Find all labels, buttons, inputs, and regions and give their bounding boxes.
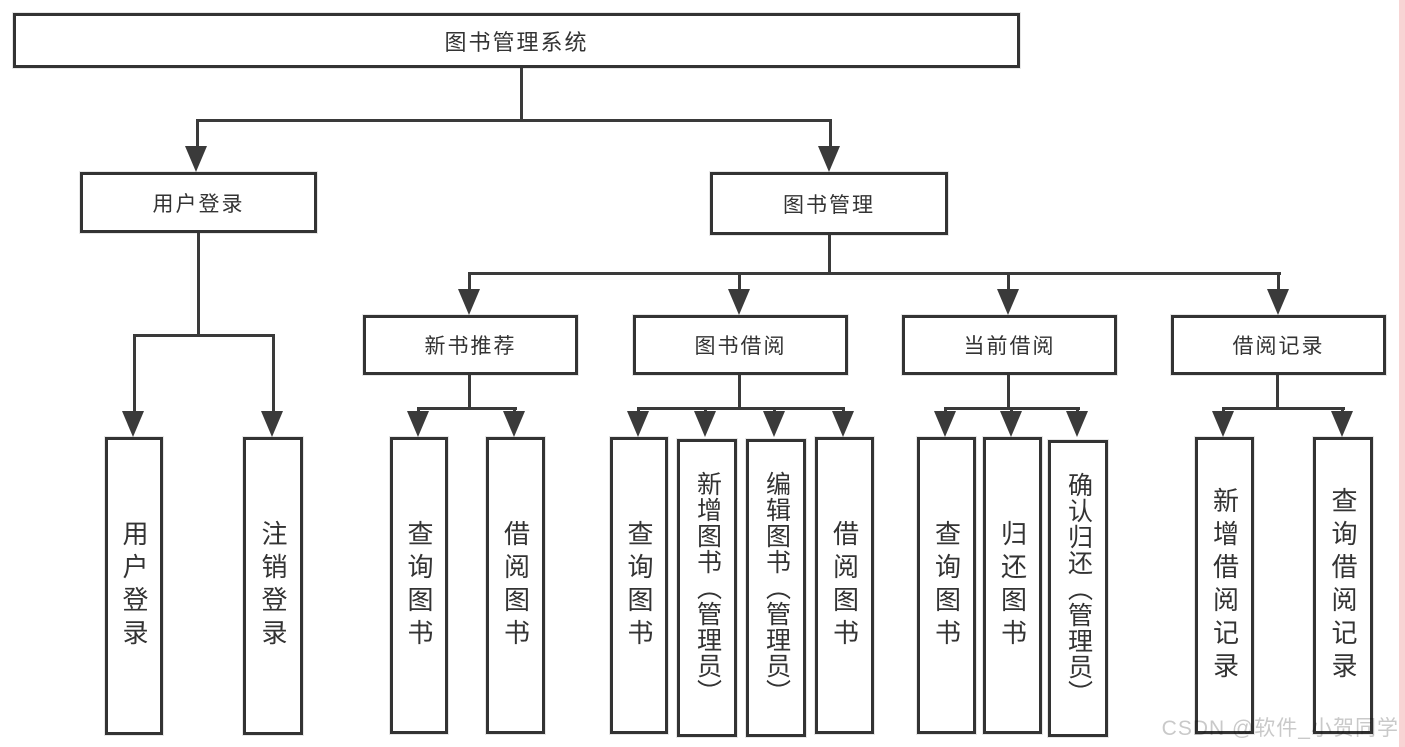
node-label: 借阅记录 (1232, 335, 1325, 358)
connector-line (520, 66, 523, 121)
node-label: 用户登录 (119, 520, 149, 652)
arrowhead-down-icon (728, 289, 750, 315)
connector-line (738, 375, 741, 409)
node-book-borrowing: 图书借阅 (633, 315, 848, 375)
csdn-watermark: CSDN @软件_小贺同学 (1161, 717, 1399, 740)
node-leaf-add-book-admin: 新增图书（管理员） (677, 439, 737, 737)
arrowhead-down-icon (832, 411, 854, 437)
node-leaf-borrow-book-1: 借阅图书 (486, 437, 545, 734)
connector-line (637, 407, 845, 410)
node-leaf-logout: 注销登录 (243, 437, 303, 735)
connector-line (417, 407, 517, 410)
node-leaf-return-book: 归还图书 (983, 437, 1042, 734)
connector-line (1007, 272, 1010, 292)
node-label: 确认归还（管理员） (1064, 471, 1093, 706)
node-label: 编辑图书（管理员） (762, 471, 791, 705)
node-label: 用户登录 (152, 192, 245, 216)
node-label: 图书借阅 (694, 335, 787, 358)
node-label: 图书管理 (783, 193, 875, 217)
connector-line (828, 235, 831, 274)
node-current-borrowing: 当前借阅 (902, 315, 1117, 375)
node-label: 查询借阅记录 (1328, 486, 1358, 685)
arrowhead-down-icon (1331, 411, 1353, 437)
arrowhead-down-icon (1267, 289, 1289, 315)
node-label: 注销登录 (258, 520, 288, 652)
node-leaf-query-book-3: 查询图书 (917, 437, 976, 734)
arrowhead-down-icon (818, 146, 840, 172)
arrowhead-down-icon (1000, 411, 1022, 437)
node-root: 图书管理系统 (13, 13, 1020, 68)
connector-line (468, 375, 471, 409)
node-new-book-recommend: 新书推荐 (363, 315, 578, 375)
connector-line (1007, 375, 1010, 409)
connector-line (468, 272, 471, 292)
node-label: 借阅图书 (500, 519, 531, 652)
right-edge-tint (1399, 0, 1405, 747)
node-label: 查询图书 (404, 519, 434, 652)
node-leaf-add-borrow-record: 新增借阅记录 (1195, 437, 1254, 734)
node-leaf-user-login: 用户登录 (105, 437, 163, 735)
arrowhead-down-icon (627, 411, 649, 437)
node-label: 新书推荐 (424, 335, 517, 358)
connector-line (197, 233, 200, 336)
connector-line (738, 272, 741, 292)
connector-line (1276, 375, 1279, 409)
connector-line (829, 119, 832, 149)
arrowhead-down-icon (694, 411, 716, 437)
node-borrowing-records: 借阅记录 (1171, 315, 1386, 375)
node-leaf-query-book-1: 查询图书 (390, 437, 448, 734)
node-label: 新增借阅记录 (1209, 486, 1240, 685)
connector-line (272, 334, 275, 413)
arrowhead-down-icon (1066, 411, 1088, 437)
node-label: 图书管理系统 (444, 29, 589, 55)
node-book-management: 图书管理 (710, 172, 948, 235)
node-label: 当前借阅 (963, 335, 1056, 358)
connector-line (1277, 272, 1280, 292)
node-user-login: 用户登录 (80, 172, 317, 233)
node-label: 借阅图书 (829, 519, 860, 652)
arrowhead-down-icon (1212, 411, 1234, 437)
node-label: 归还图书 (997, 519, 1028, 652)
connector-line (133, 334, 275, 337)
arrowhead-down-icon (185, 146, 207, 172)
connector-line (196, 119, 199, 149)
connector-line (133, 334, 136, 413)
arrowhead-down-icon (997, 289, 1019, 315)
connector-line (1222, 407, 1345, 410)
arrowhead-down-icon (763, 411, 785, 437)
arrowhead-down-icon (503, 411, 525, 437)
arrowhead-down-icon (122, 411, 144, 437)
node-leaf-edit-book-admin: 编辑图书（管理员） (746, 439, 806, 737)
node-label: 新增图书（管理员） (693, 471, 722, 705)
arrowhead-down-icon (407, 411, 429, 437)
node-label: 查询图书 (931, 519, 962, 652)
arrowhead-down-icon (458, 289, 480, 315)
arrowhead-down-icon (934, 411, 956, 437)
arrowhead-down-icon (261, 411, 283, 437)
node-leaf-query-book-2: 查询图书 (610, 437, 668, 734)
node-leaf-borrow-book-2: 借阅图书 (815, 437, 874, 734)
connector-line (468, 272, 1281, 275)
connector-line (196, 119, 832, 122)
node-label: 查询图书 (624, 519, 654, 652)
node-leaf-query-borrow-record: 查询借阅记录 (1313, 437, 1373, 734)
node-leaf-confirm-return-admin: 确认归还（管理员） (1048, 440, 1108, 737)
